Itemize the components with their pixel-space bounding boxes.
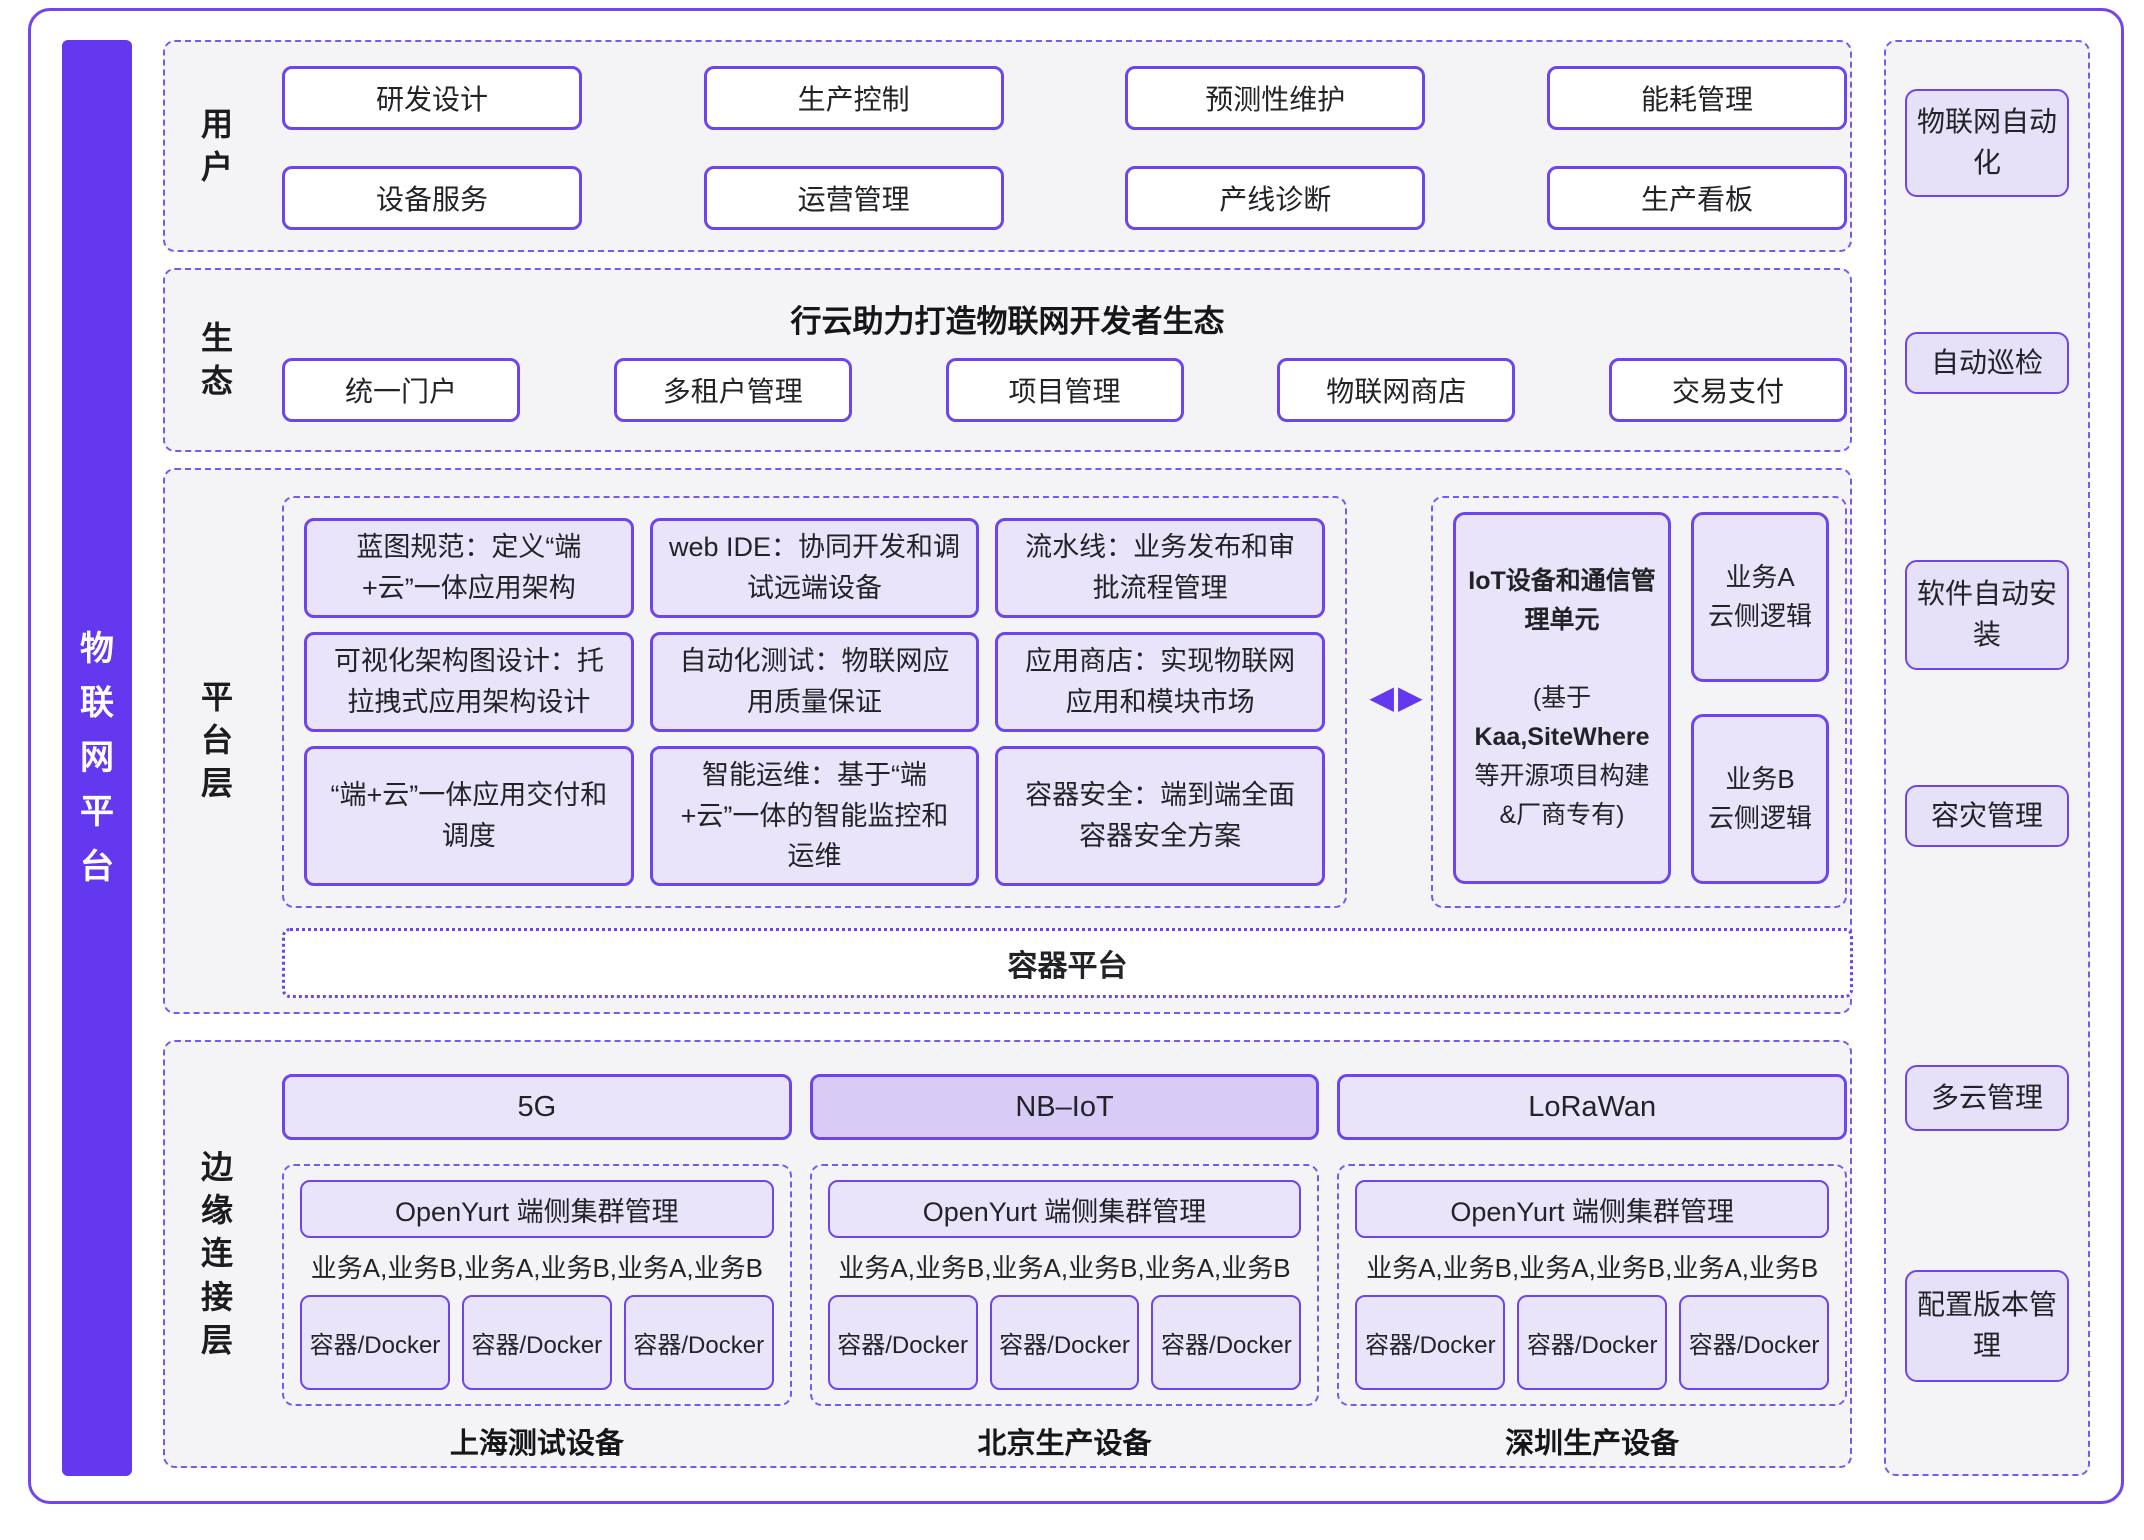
business-b-cloud-logic-box: 业务B 云侧逻辑 <box>1691 714 1829 884</box>
sidebar-item-disaster-recovery: 容灾管理 <box>1905 785 2069 847</box>
docker-container-box: 容器/Docker <box>300 1295 450 1390</box>
user-app-box: 产线诊断 <box>1125 166 1426 230</box>
containers-row: 容器/Docker 容器/Docker 容器/Docker <box>300 1295 774 1390</box>
platform-capabilities-group: 蓝图规范：定义“端+云”一体应用架构 web IDE：协同开发和调试远端设备 流… <box>282 496 1347 908</box>
logic-line: 业务A <box>1725 562 1795 592</box>
group-caption: 北京生产设备 <box>977 1428 1152 1460</box>
iot-management-group: IoT设备和通信管理单元 (基于 Kaa,SiteWhere 等开源项目构建 &… <box>1431 496 1847 908</box>
ecosystem-title: 行云助力打造物联网开发者生态 <box>790 304 1225 339</box>
services-list: 业务A,业务B,业务A,业务B,业务A,业务B <box>838 1253 1291 1283</box>
iot-unit-line: Kaa,SiteWhere <box>1474 723 1650 751</box>
iot-device-communication-unit: IoT设备和通信管理单元 (基于 Kaa,SiteWhere 等开源项目构建 &… <box>1453 512 1671 884</box>
capability-box: 可视化架构图设计：托拉拽式应用架构设计 <box>304 631 634 732</box>
logic-line: 云侧逻辑 <box>1707 803 1812 833</box>
containers-row: 容器/Docker 容器/Docker 容器/Docker <box>827 1295 1302 1390</box>
capability-box: “端+云”一体应用交付和调度 <box>304 745 634 886</box>
edge-layer-label: 边缘连接层 <box>200 1149 233 1358</box>
ecosystem-service-box: 多租户管理 <box>613 358 852 422</box>
group-caption: 上海测试设备 <box>449 1428 624 1460</box>
docker-container-box: 容器/Docker <box>827 1295 978 1390</box>
iot-unit-line: (基于 <box>1532 684 1592 713</box>
business-a-cloud-logic-box: 业务A 云侧逻辑 <box>1691 512 1829 682</box>
docker-container-box: 容器/Docker <box>1151 1295 1302 1390</box>
ecosystem-service-box: 交易支付 <box>1609 358 1847 422</box>
openyurt-cluster-bar: OpenYurt 端侧集群管理 <box>300 1180 774 1238</box>
user-app-box: 生产控制 <box>703 66 1004 130</box>
edge-connection-layer-section: 边缘连接层 5G NB–IoT LoRaWan OpenYurt 端侧集群管理 … <box>163 1040 1852 1468</box>
services-list: 业务A,业务B,业务A,业务B,业务A,业务B <box>1366 1253 1819 1283</box>
right-arrow-icon: ▶ <box>1398 679 1423 715</box>
iot-unit-line: &厂商专有) <box>1499 800 1625 829</box>
services-list: 业务A,业务B,业务A,业务B,业务A,业务B <box>310 1253 763 1283</box>
automation-sidebar: 物联网自动化 自动巡检 软件自动安装 容灾管理 多云管理 配置版本管理 <box>1884 40 2090 1476</box>
user-layer-section: 用户 研发设计 生产控制 预测性维护 能耗管理 设备服务 运营管理 产线诊断 生… <box>163 40 1852 252</box>
ecosystem-layer-section: 生态 行云助力打造物联网开发者生态 统一门户 多租户管理 项目管理 物联网商店 … <box>163 268 1852 452</box>
ecosystem-service-box: 项目管理 <box>945 358 1184 422</box>
user-app-box: 研发设计 <box>282 66 582 130</box>
device-group-shenzhen: OpenYurt 端侧集群管理 业务A,业务B,业务A,业务B,业务A,业务B … <box>1337 1164 1848 1406</box>
user-app-box: 设备服务 <box>282 166 582 230</box>
group-caption: 深圳生产设备 <box>1505 1428 1680 1460</box>
platform-layer-label: 平台层 <box>200 679 233 802</box>
user-app-box: 生产看板 <box>1546 166 1847 230</box>
ecosystem-service-box: 物联网商店 <box>1277 358 1516 422</box>
docker-container-box: 容器/Docker <box>989 1295 1140 1390</box>
docker-container-box: 容器/Docker <box>1517 1295 1668 1390</box>
user-apps-grid: 研发设计 生产控制 预测性维护 能耗管理 设备服务 运营管理 产线诊断 生产看板 <box>282 66 1847 230</box>
ecosystem-services-row: 统一门户 多租户管理 项目管理 物联网商店 交易支付 <box>282 358 1847 422</box>
user-layer-label: 用户 <box>200 105 233 185</box>
capability-box: 流水线：业务发布和审批流程管理 <box>995 518 1325 618</box>
ecosystem-service-box: 统一门户 <box>282 358 520 422</box>
iot-unit-title: IoT设备和通信管理单元 <box>1468 566 1656 634</box>
left-arrow-icon: ◀ <box>1369 679 1394 715</box>
iot-platform-label: 物联网平台 <box>80 630 114 886</box>
device-groups-row: OpenYurt 端侧集群管理 业务A,业务B,业务A,业务B,业务A,业务B … <box>282 1164 1848 1406</box>
logic-line: 云侧逻辑 <box>1707 601 1812 631</box>
sidebar-item-config-version-management: 配置版本管理 <box>1905 1270 2069 1382</box>
capability-box: 自动化测试：物联网应用质量保证 <box>649 631 980 732</box>
ecosystem-layer-label: 生态 <box>200 319 233 399</box>
device-group-beijing: OpenYurt 端侧集群管理 业务A,业务B,业务A,业务B,业务A,业务B … <box>809 1164 1320 1406</box>
device-group-captions: 上海测试设备 北京生产设备 深圳生产设备 <box>282 1420 1847 1462</box>
capability-box: web IDE：协同开发和调试远端设备 <box>649 518 980 618</box>
sidebar-item-iot-automation: 物联网自动化 <box>1905 89 2069 197</box>
capability-box: 蓝图规范：定义“端+云”一体应用架构 <box>304 518 634 618</box>
capability-box: 容器安全：端到端全面容器安全方案 <box>995 745 1325 886</box>
sidebar-item-auto-software-install: 软件自动安装 <box>1905 560 2069 670</box>
diagram-outer-frame <box>28 8 2124 1504</box>
docker-container-box: 容器/Docker <box>1355 1295 1506 1390</box>
docker-container-box: 容器/Docker <box>623 1295 774 1390</box>
device-group-shanghai: OpenYurt 端侧集群管理 业务A,业务B,业务A,业务B,业务A,业务B … <box>282 1164 792 1406</box>
network-bar-nbiot: NB–IoT <box>809 1074 1320 1140</box>
network-bar-5g: 5G <box>282 1074 792 1140</box>
sidebar-item-multicloud-management: 多云管理 <box>1905 1065 2069 1131</box>
logic-line: 业务B <box>1725 764 1795 794</box>
user-app-box: 预测性维护 <box>1125 66 1426 130</box>
user-app-box: 能耗管理 <box>1546 66 1847 130</box>
user-app-box: 运营管理 <box>703 166 1004 230</box>
capability-box: 应用商店：实现物联网应用和模块市场 <box>995 631 1325 732</box>
iot-platform-side-bar: 物联网平台 <box>62 40 132 1476</box>
network-bar-lorawan: LoRaWan <box>1337 1074 1848 1140</box>
container-platform-bar: 容器平台 <box>282 928 1853 998</box>
openyurt-cluster-bar: OpenYurt 端侧集群管理 <box>1355 1180 1830 1238</box>
network-bars-row: 5G NB–IoT LoRaWan <box>282 1074 1848 1140</box>
platform-layer-section: 平台层 蓝图规范：定义“端+云”一体应用架构 web IDE：协同开发和调试远端… <box>163 468 1853 1014</box>
iot-unit-line: 等开源项目构建 <box>1474 761 1650 790</box>
containers-row: 容器/Docker 容器/Docker 容器/Docker <box>1355 1295 1830 1390</box>
docker-container-box: 容器/Docker <box>461 1295 612 1390</box>
docker-container-box: 容器/Docker <box>1679 1295 1830 1390</box>
sidebar-item-auto-inspection: 自动巡检 <box>1905 332 2069 394</box>
openyurt-cluster-bar: OpenYurt 端侧集群管理 <box>827 1180 1302 1238</box>
bidirectional-link: ◀ ▶ <box>1363 678 1429 716</box>
capability-box: 智能运维：基于“端+云”一体的智能监控和运维 <box>649 745 980 886</box>
